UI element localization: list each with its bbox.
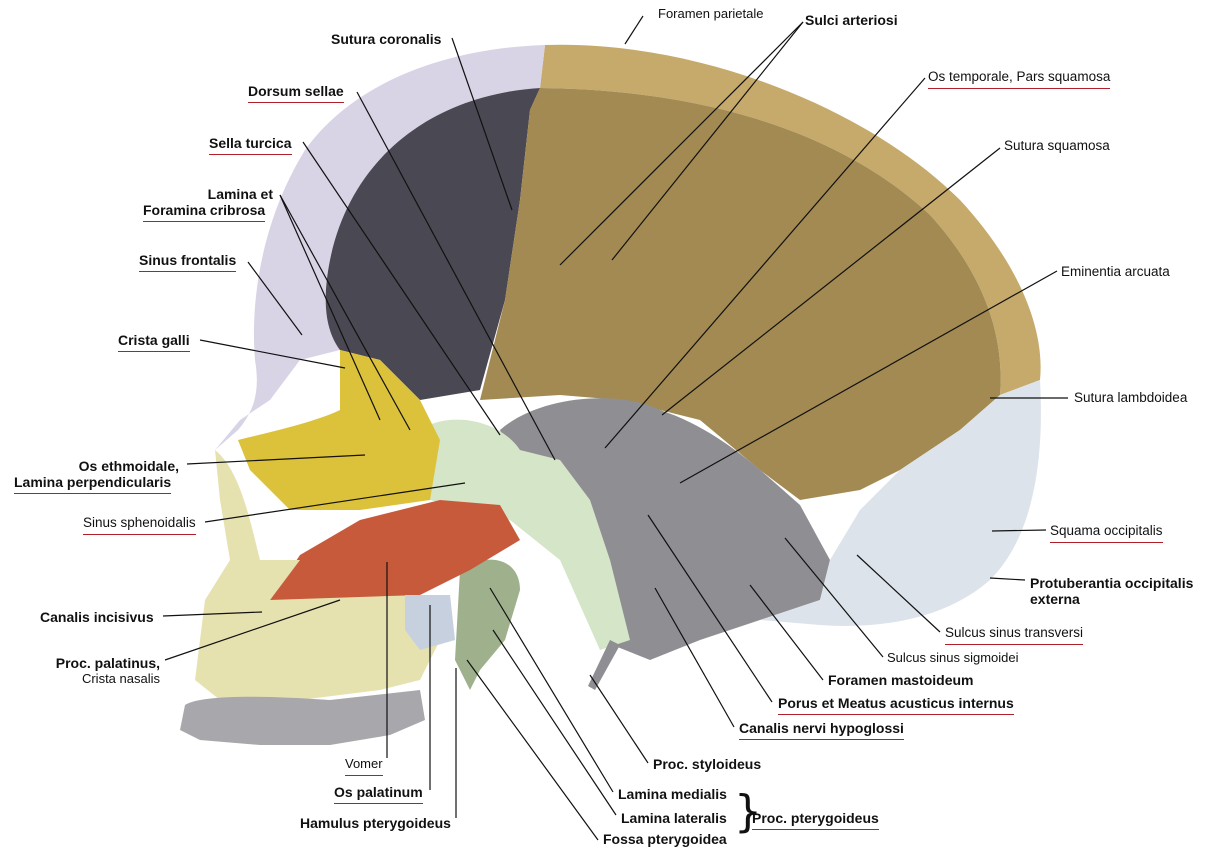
label-sinus-frontalis: Sinus frontalis xyxy=(139,252,237,272)
parietal-bone-rim xyxy=(540,44,1041,395)
label-lamina-et: Lamina et xyxy=(207,186,273,202)
label-crista-galli: Crista galli xyxy=(118,332,190,352)
label-os-temporale-pars-squamosa: Os temporale, Pars squamosa xyxy=(928,69,1111,89)
label-sulcus-sinus-transversi: Sulcus sinus transversi xyxy=(945,625,1084,645)
label-protuberantia-occipitalis: Protuberantia occipitalis xyxy=(1030,575,1194,591)
sphenoid-bone xyxy=(420,419,630,650)
pterygoid-process xyxy=(455,559,520,690)
label-canalis-nervi-hypoglossi: Canalis nervi hypoglossi xyxy=(739,720,904,740)
teeth xyxy=(180,690,425,745)
frontal-bone xyxy=(215,45,545,450)
anterior-cranial-fossa xyxy=(325,88,540,400)
label-sutura-squamosa: Sutura squamosa xyxy=(1004,138,1110,153)
label-dorsum-sellae: Dorsum sellae xyxy=(248,83,344,103)
label-proc-palatinus: Proc. palatinus, xyxy=(55,655,160,671)
label-canalis-incisivus: Canalis incisivus xyxy=(40,609,154,625)
label-foramen-mastoideum: Foramen mastoideum xyxy=(828,672,974,688)
label-lamina-lateralis: Lamina lateralis xyxy=(621,810,727,826)
label-foramen-parietale: Foramen parietale xyxy=(658,6,764,21)
label-sutura-lambdoidea: Sutura lambdoidea xyxy=(1074,390,1188,405)
maxilla xyxy=(195,450,440,700)
label-sutura-coronalis: Sutura coronalis xyxy=(331,31,442,47)
label-protuberantia-externa: externa xyxy=(1030,591,1080,607)
label-proc-styloideus: Proc. styloideus xyxy=(653,756,762,772)
label-sulci-arteriosi: Sulci arteriosi xyxy=(805,12,898,28)
occipital-bone xyxy=(760,380,1041,626)
parietal-bone xyxy=(480,88,1001,500)
label-lamina-perpendicularis: Lamina perpendicularis xyxy=(14,474,172,494)
label-lamina-medialis: Lamina medialis xyxy=(618,786,727,802)
label-sinus-sphenoidalis: Sinus sphenoidalis xyxy=(83,515,196,535)
label-proc-pterygoideus: Proc. pterygoideus xyxy=(752,810,879,830)
temporal-bone xyxy=(500,398,830,660)
brace-proc-pterygoideus: } xyxy=(734,786,762,837)
label-fossa-pterygoidea: Fossa pterygoidea xyxy=(603,831,727,847)
label-foramina-cribrosa: Foramina cribrosa xyxy=(143,202,266,222)
label-eminentia-arcuata: Eminentia arcuata xyxy=(1061,264,1170,279)
label-sulcus-sinus-sigmoidei: Sulcus sinus sigmoidei xyxy=(887,650,1019,665)
vomer-bone xyxy=(270,500,520,600)
label-vomer: Vomer xyxy=(345,756,383,776)
label-crista-nasalis: Crista nasalis xyxy=(81,671,160,686)
label-sella-turcica: Sella turcica xyxy=(209,135,292,155)
label-porus-meatus-acusticus-internus: Porus et Meatus acusticus internus xyxy=(778,695,1014,715)
label-hamulus-pterygoideus: Hamulus pterygoideus xyxy=(300,815,451,831)
label-os-ethmoidale: Os ethmoidale, xyxy=(78,458,179,474)
styloid-process xyxy=(588,640,620,690)
leader-lines xyxy=(162,15,1068,841)
ethmoid-bone xyxy=(238,350,440,510)
label-os-palatinum: Os palatinum xyxy=(334,784,423,804)
label-squama-occipitalis: Squama occipitalis xyxy=(1050,523,1163,543)
